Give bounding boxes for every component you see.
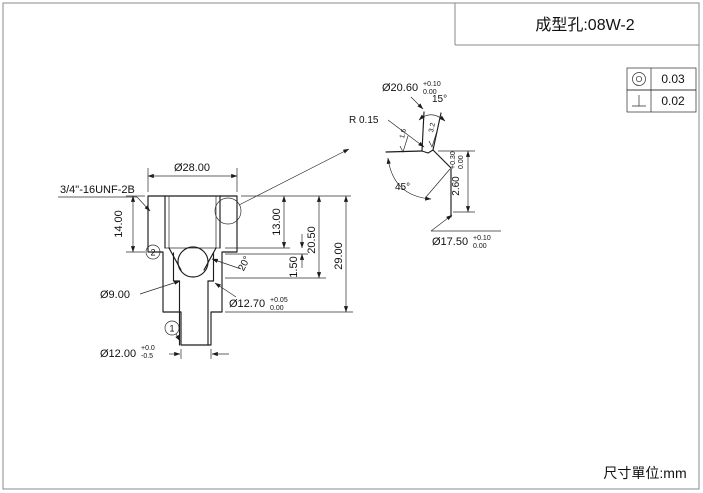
dim-dia-20-6-text: Ø20.60 (382, 82, 418, 94)
dim-29-text: 29.00 (333, 242, 345, 270)
dim-2-6-text: 2.60 (451, 176, 462, 196)
dim-2-6: 2.60 +0.30 0.00 (438, 150, 475, 213)
dim-angle-15-text: 15° (432, 94, 447, 105)
dim-dia-17-5-tol-lower: 0.00 (473, 243, 487, 250)
roughness-right: 3.2 (428, 122, 438, 148)
dim-14-text: 14.00 (113, 210, 125, 238)
main-view: Ø28.00 3/4"-16UNF-2B 14.00 13.00 1.50 (58, 148, 353, 360)
detail-leader (238, 148, 350, 206)
dim-dia-12-text: Ø12.00 (100, 348, 136, 360)
dim-dia-12-tol-upper: +0.0 (141, 345, 155, 352)
thread-bore-lines (164, 195, 221, 249)
perpendicularity-icon (632, 95, 646, 107)
detail-profile (385, 149, 452, 218)
dim-20-5-text: 20.50 (306, 226, 318, 254)
balloon-2-text: 2 (150, 248, 155, 258)
dim-angle-45: 45° (386, 157, 451, 201)
dim-dia-12-7-text: Ø12.70 (229, 298, 265, 310)
concentricity-icon (632, 72, 646, 86)
dim-dia-17-5-tol-upper: +0.10 (473, 235, 491, 242)
dim-dia-28: Ø28.00 (147, 162, 238, 192)
detail-indicator-circle (214, 197, 242, 225)
dim-dia-12-tol-lower: -0.5 (141, 353, 153, 360)
dim-dia-20-6-tol-upper: +0.10 (423, 81, 441, 88)
roughness-right-text: 3.2 (428, 122, 437, 133)
part-outline (147, 195, 238, 346)
dim-1-5-text: 1.50 (288, 256, 300, 277)
dim-angle-45-text: 45° (395, 182, 410, 193)
thread-callout-text: 3/4"-16UNF-2B (60, 184, 135, 196)
dim-dia-17-5: Ø17.50 +0.10 0.00 (430, 214, 501, 250)
dim-angle-20-text: 20° (236, 255, 253, 274)
dim-dia-12-7-tol-upper: +0.05 (270, 297, 288, 304)
dim-dia-28-text: Ø28.00 (174, 162, 210, 174)
detail-view: Ø20.60 +0.10 0.00 15° R 0.15 1.6 3.2 (349, 81, 501, 250)
dim-angle-20: 20° (211, 255, 253, 274)
dim-angle-15: 15° (418, 94, 447, 122)
balloon-1-text: 1 (169, 324, 174, 334)
page-title: 成型孔:08W-2 (535, 16, 634, 34)
dim-13-text: 13.00 (271, 208, 283, 236)
gdt-value-perpendicularity: 0.02 (661, 94, 685, 108)
gdt-frame-perpendicularity (626, 89, 697, 113)
taper-seat-lines (168, 247, 217, 271)
roughness-left: 1.6 (399, 128, 409, 153)
dim-dia-20-6: Ø20.60 +0.10 0.00 (382, 81, 441, 110)
dim-dia-12: Ø12.00 +0.0 -0.5 (100, 345, 229, 360)
dim-14: 14.00 (113, 195, 145, 253)
dim-2-6-tol-upper: +0.30 (450, 151, 457, 169)
dim-dia-17-5-text: Ø17.50 (432, 236, 468, 248)
balloon-2: 2 (145, 244, 161, 260)
roughness-left-text: 1.6 (399, 128, 408, 139)
dim-dia-20-6-tol-lower: 0.00 (423, 89, 437, 96)
dim-dia-12-7-tol-lower: 0.00 (270, 305, 284, 312)
gdt-frames: 0.03 0.02 (626, 67, 697, 113)
dim-dia-9-text: Ø9.00 (100, 289, 130, 301)
roughness-symbol-left (399, 135, 409, 153)
dim-dia-9: Ø9.00 (100, 280, 181, 301)
dim-dia-12-7: Ø12.70 +0.05 0.00 (214, 282, 288, 312)
dim-right-stack: 13.00 1.50 20.50 29.00 (225, 195, 353, 313)
gdt-value-concentricity: 0.03 (661, 72, 685, 86)
dim-radius: R 0.15 (349, 115, 425, 148)
units-note: 尺寸單位:mm (603, 465, 686, 481)
dim-radius-text: R 0.15 (349, 115, 379, 126)
balloon-1: 1 (164, 320, 181, 342)
dim-2-6-tol-lower: 0.00 (458, 155, 465, 169)
roughness-symbol-right (428, 130, 438, 148)
ball-seat-circle (177, 246, 209, 278)
thread-callout: 3/4"-16UNF-2B (58, 184, 151, 212)
